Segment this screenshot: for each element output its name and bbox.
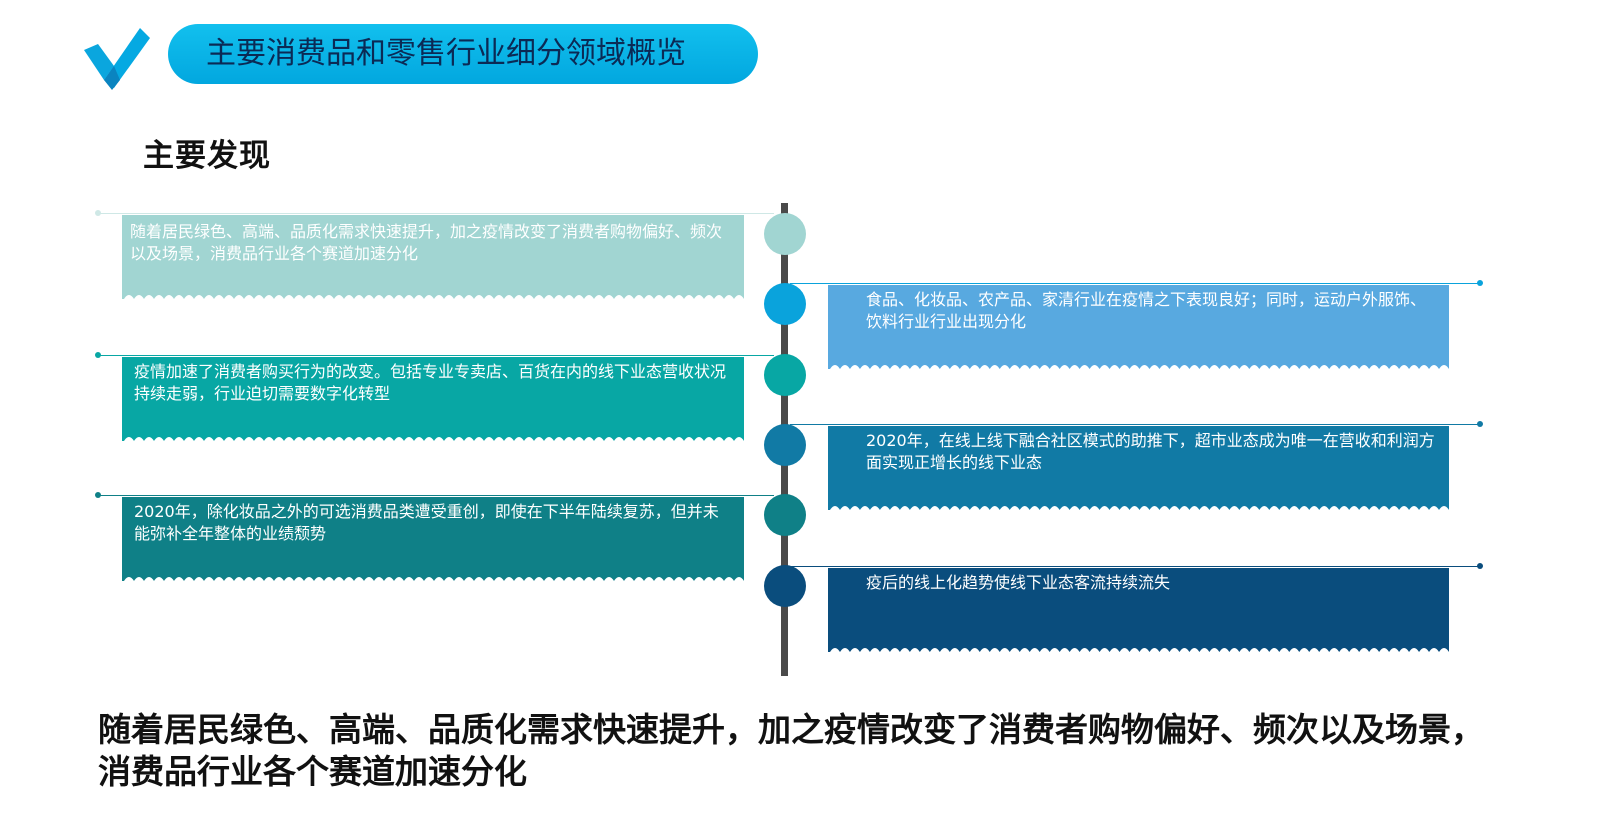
timeline-card-text: 疫情加速了消费者购买行为的改变。包括专业专卖店、百货在内的线下业态营收状况持续走…	[134, 362, 727, 403]
timeline-card-text: 疫后的线上化趋势使线下业态客流持续流失	[866, 573, 1171, 592]
timeline-node-6	[764, 565, 806, 607]
page-title: 主要消费品和零售行业细分领域概览	[168, 24, 758, 84]
summary-text: 随着居民绿色、高端、品质化需求快速提升，加之疫情改变了消费者购物偏好、频次以及场…	[98, 710, 1484, 791]
timeline-card-5: 2020年，除化妆品之外的可选消费品类遭受重创，即使在下半年陆续复苏，但并未能弥…	[122, 497, 744, 581]
timeline-node-2	[764, 283, 806, 325]
leader-dot-5	[95, 492, 101, 498]
timeline-node-5	[764, 494, 806, 536]
leader-line-2	[790, 283, 1480, 284]
wave-edge	[122, 291, 744, 299]
timeline-card-text: 食品、化妆品、农产品、家清行业在疫情之下表现良好；同时，运动户外服饰、饮料行业行…	[866, 290, 1427, 331]
leader-dot-4	[1477, 421, 1483, 427]
timeline-card-text: 随着居民绿色、高端、品质化需求快速提升，加之疫情改变了消费者购物偏好、频次以及场…	[130, 222, 723, 263]
timeline-node-3	[764, 354, 806, 396]
timeline-card-1: 随着居民绿色、高端、品质化需求快速提升，加之疫情改变了消费者购物偏好、频次以及场…	[122, 215, 744, 299]
section-title: 主要发现	[143, 138, 271, 174]
leader-dot-1	[95, 210, 101, 216]
wave-edge	[122, 573, 744, 581]
timeline-node-1	[764, 213, 806, 255]
wave-edge	[828, 361, 1449, 369]
wave-edge	[122, 433, 744, 441]
wave-edge	[828, 502, 1449, 510]
timeline-card-4: 2020年，在线上线下融合社区模式的助推下，超市业态成为唯一在营收和利润方面实现…	[828, 426, 1449, 510]
timeline-card-text: 2020年，除化妆品之外的可选消费品类遭受重创，即使在下半年陆续复苏，但并未能弥…	[134, 502, 719, 543]
leader-dot-3	[95, 352, 101, 358]
timeline-card-text: 2020年，在线上线下融合社区模式的助推下，超市业态成为唯一在营收和利润方面实现…	[866, 431, 1435, 472]
timeline-card-2: 食品、化妆品、农产品、家清行业在疫情之下表现良好；同时，运动户外服饰、饮料行业行…	[828, 285, 1449, 369]
leader-line-1	[98, 213, 774, 214]
leader-line-6	[790, 566, 1480, 567]
leader-line-5	[98, 495, 774, 496]
leader-dot-6	[1477, 563, 1483, 569]
timeline-card-3: 疫情加速了消费者购买行为的改变。包括专业专卖店、百货在内的线下业态营收状况持续走…	[122, 357, 744, 441]
timeline-card-6: 疫后的线上化趋势使线下业态客流持续流失	[828, 568, 1449, 652]
checkmark-icon	[84, 28, 150, 90]
wave-edge	[828, 644, 1449, 652]
leader-line-3	[98, 355, 774, 356]
leader-line-4	[790, 424, 1480, 425]
timeline-node-4	[764, 424, 806, 466]
leader-dot-2	[1477, 280, 1483, 286]
